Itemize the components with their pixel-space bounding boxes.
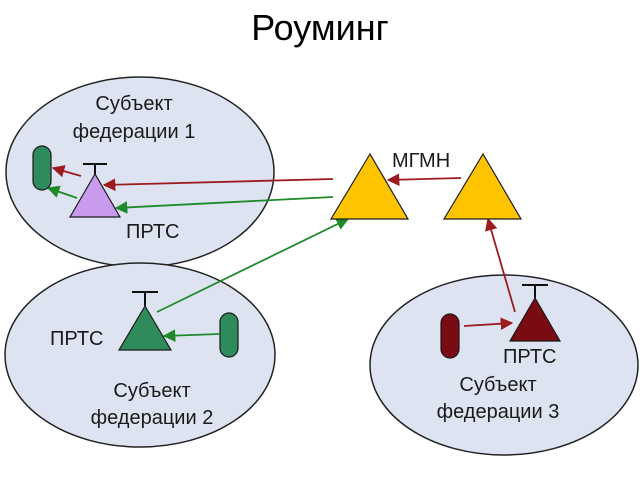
mgmn-label: МГМН	[392, 150, 450, 172]
arrow-mgmn-to-prts1-green	[114, 196, 334, 214]
prts-2-tower-icon	[117, 291, 173, 351]
prts-3-tower-icon	[508, 284, 562, 342]
prts-3-label: ПРТС	[503, 346, 556, 368]
arrow-phone3-to-prts3	[463, 317, 514, 330]
region-2-label-line2: федерации 2	[91, 407, 214, 429]
region-1-label-line2: федерации 1	[73, 121, 196, 143]
arrow-phone2-to-prts2	[162, 329, 220, 342]
page-title: Роуминг	[251, 7, 389, 48]
prts-1-tower-icon	[68, 163, 122, 218]
arrow-prts1-to-phone1-green	[46, 185, 78, 199]
phone-2-icon	[219, 312, 239, 358]
arrow-prts3-to-mgmn	[485, 217, 516, 313]
prts-2-label: ПРТС	[50, 328, 103, 350]
arrow-prts1-to-phone1-red	[51, 165, 82, 178]
region-2-ellipse	[4, 262, 276, 448]
phone-1-icon	[32, 145, 52, 191]
phone-3-icon	[440, 313, 460, 359]
mgmn-node-left	[329, 152, 410, 220]
region-2-label-line1: Субъект	[113, 380, 190, 402]
region-1-label-line1: Субъект	[95, 93, 172, 115]
region-3-label-line1: Субъект	[459, 374, 536, 396]
region-3-label-line2: федерации 3	[437, 401, 560, 423]
prts-1-label: ПРТС	[126, 221, 179, 243]
arrow-prts2-to-mgmn	[156, 218, 350, 313]
arrow-mgmn-to-mgmn	[386, 173, 462, 186]
mgmn-node-right	[442, 152, 523, 220]
arrow-mgmn-to-prts1-red	[102, 178, 334, 192]
